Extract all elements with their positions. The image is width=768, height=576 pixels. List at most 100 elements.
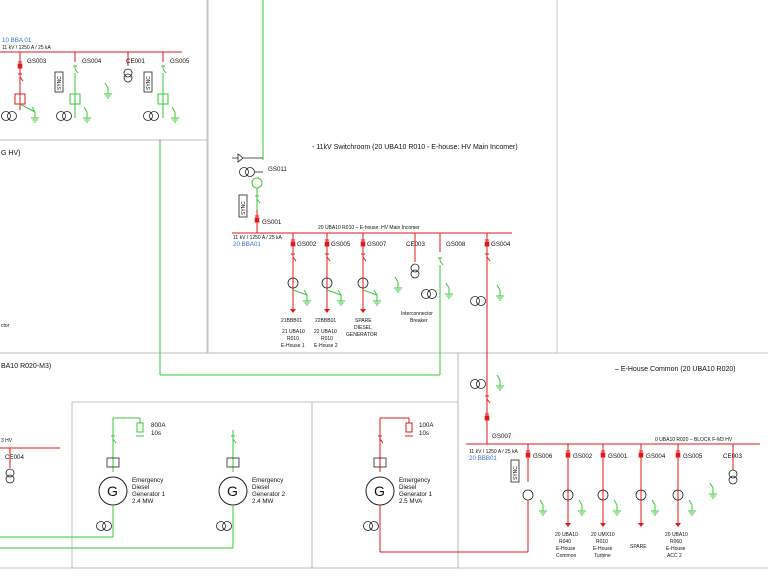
svg-text:R040: R040 [559,539,571,545]
svg-text:SPARE: SPARE [630,544,647,550]
svg-text:E-House 2: E-House 2 [314,343,338,349]
common-destination-3: SPARE [630,544,647,550]
incomer-feeder-gs002[interactable]: GS002 [287,233,317,313]
hv-incomer-panel [206,0,558,354]
generator-3-panel [311,401,459,569]
breaker-tag: GS011 [268,166,287,173]
incomer-destination-2: 22 UBA10 R010 E-House 2 [314,329,338,349]
top-feeder-gs004[interactable]: GS004 SYNC [54,52,102,123]
feeder-tag: GS003 [27,58,47,65]
incomer-destination-1: 21 UBA10 R010 E-House 1 [281,329,305,349]
svg-text:Emergency: Emergency [132,477,164,484]
earthing-time: 10s [419,430,429,437]
svg-text:Turbine: Turbine [594,553,611,559]
top-feeder-gs003[interactable]: GS003 [1,52,47,123]
common-incomer-gs007[interactable]: GS007 [470,374,512,444]
svg-text:Emergency: Emergency [252,477,284,484]
svg-text:22 UBA10: 22 UBA10 [314,329,337,335]
incomer-gs011[interactable]: GS011 SYNC [232,153,287,218]
common-destination-2: 20 UMX10 R010 E-House Turbine [591,532,615,559]
svg-text:R010: R010 [596,539,608,545]
svg-text:R060: R060 [670,539,682,545]
generator-2[interactable]: G Emergency Diesel Generator 2 2.4 MW [216,430,286,548]
feeder-tag: GS005 [170,58,190,65]
generator-symbol: G [374,483,385,499]
incomer-feeder-gs004[interactable]: GS004 [470,233,511,430]
svg-text:ACC 2: ACC 2 [667,553,682,559]
feeder-tag: GS002 [297,241,317,248]
svg-text:E-House: E-House [593,546,613,552]
feeder-tag: GS004 [491,241,511,248]
feeder-tag: GS004 [646,453,666,460]
svg-text:R010: R010 [321,336,333,342]
left-bus-label: 3 HV [1,438,13,444]
common-bus-id: 20 BBB01 [469,455,497,462]
common-bus-rating: 11 kV / 1250 A / 25 kA [469,449,518,455]
svg-text:Emergency: Emergency [399,477,431,484]
lower-left-panel [0,352,459,569]
common-feeder-gs002[interactable]: GS002 [562,444,593,527]
top-feeder-gs005[interactable]: GS005 SYNC [143,52,190,123]
common-feeder-gs005[interactable]: GS005 [672,444,703,527]
incomer-destination-3: SPARE DIESEL GENERATOR [346,318,378,338]
svg-text:Generator 1: Generator 1 [399,491,433,498]
common-feeder-gs006[interactable]: GS006 SYNC [380,444,553,553]
feeder-tag: CE004 [5,454,24,461]
common-destination-4: 20 UBA10 R060 E-House ACC 2 [665,532,688,559]
incomer-feeder-gs008[interactable]: GS008 [159,140,466,376]
feeder-tag: GS002 [573,453,593,460]
generator-symbol: G [227,483,238,499]
svg-text:Generator 1: Generator 1 [132,491,166,498]
left-mid-area-title: BA10 R020-M3) [1,363,51,370]
svg-text:Common: Common [556,553,577,559]
incomer-gs001[interactable]: GS001 [254,210,282,233]
earthing-time: 10s [151,430,161,437]
incomer-destination-4: Interconnector Breaker [401,311,433,324]
common-feeder-gs004[interactable]: GS004 [635,444,666,527]
incomer-feeder-gs005[interactable]: GS005 [321,233,351,313]
svg-text:SPARE: SPARE [355,318,372,324]
feeder-tag: GS004 [82,58,102,65]
generator-3[interactable]: G Emergency Diesel Generator 1 2.5 MVA [363,418,433,552]
svg-text:Diesel: Diesel [252,484,269,491]
generator-symbol: G [107,483,118,499]
cable-id-2: 22BBB01 [315,318,336,324]
feeder-tag: GS005 [331,241,351,248]
feeder-tag: GS001 [608,453,628,460]
sync-label: SYNC [57,76,63,90]
earthing-resistor-2[interactable]: 100A 10s [380,417,434,437]
breaker-tag: GS007 [492,433,512,440]
svg-text:Interconnector: Interconnector [401,311,433,317]
cable-id-1: 21BBB01 [281,318,302,324]
svg-text:Breaker: Breaker [410,318,428,324]
svg-text:E-House: E-House [556,546,576,552]
common-feeder-gs001[interactable]: GS001 [597,444,628,527]
incomer-bus-title: 20 UBA10 R010 – E-house: HV Main Incomer [318,225,420,231]
feeder-tag: GS007 [367,241,387,248]
common-destination-1: 20 UBA10 R040 E-House Common [555,532,578,559]
hv-incomer-area-title: - 11kV Switchroom (20 UBA10 R010 - E-hou… [312,144,518,151]
top-bus-id: 10 BBA 01 [2,37,32,44]
svg-text:GENERATOR: GENERATOR [346,332,378,338]
feeder-tag: CE003 [723,453,742,460]
left-area-title: G HV) [1,150,20,157]
svg-text:E-House: E-House [666,546,686,552]
left-mid-panel [0,139,209,354]
incomer-feeder-gs007[interactable]: GS007 [357,233,387,313]
feeder-tag: GS008 [446,241,466,248]
incomer-feeder-ce003: CE003 [393,233,425,293]
breaker-tag: GS001 [262,219,282,226]
left-feeder-ce004: CE004 [5,448,24,484]
ehouse-common-panel [457,352,768,569]
earthing-resistor-1[interactable]: 800A 10s [113,417,166,437]
svg-text:20 UMX10: 20 UMX10 [591,532,615,538]
generator-1[interactable]: G Emergency Diesel Generator 1 2.4 MW [96,418,166,537]
feeder-tag: GS006 [533,453,553,460]
sync-label: SYNC [241,201,247,215]
svg-text:Diesel: Diesel [399,484,416,491]
svg-text:2.5 MVA: 2.5 MVA [399,498,423,505]
svg-text:DIESEL: DIESEL [354,325,372,331]
incomer-bus-id: 20 BBA01 [233,241,261,248]
sync-label: SYNC [146,76,152,90]
